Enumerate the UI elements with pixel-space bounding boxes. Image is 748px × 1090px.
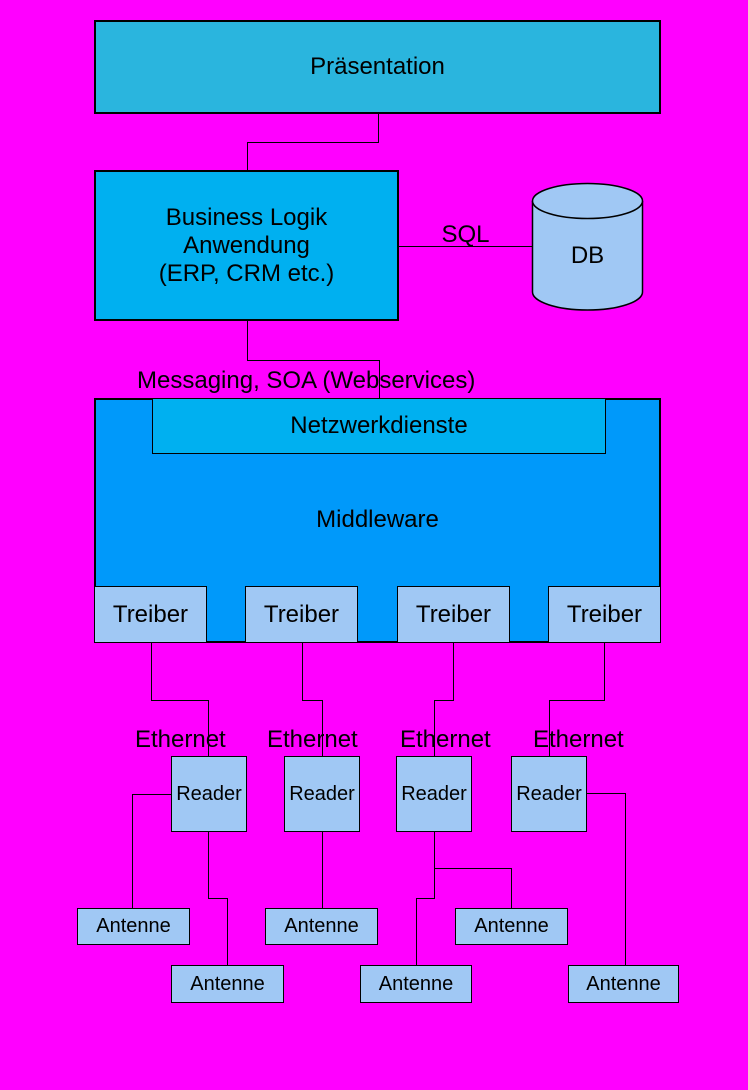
reader-box-1: Reader bbox=[171, 756, 247, 832]
connector-line bbox=[416, 898, 417, 965]
connector-line bbox=[587, 793, 626, 794]
reader-label: Reader bbox=[516, 782, 582, 805]
connector-line bbox=[132, 794, 133, 908]
antenne-label: Antenne bbox=[190, 972, 265, 995]
antenne-box-5: Antenne bbox=[455, 908, 568, 945]
middleware-label: Middleware bbox=[316, 506, 439, 533]
praesentation-label: Präsentation bbox=[310, 53, 445, 80]
praesentation-box: Präsentation bbox=[94, 20, 661, 114]
messaging-soa-label: Messaging, SOA (Webservices) bbox=[137, 367, 476, 394]
business-logic-label-line1: Business Logik bbox=[165, 203, 328, 231]
connector-line bbox=[549, 700, 605, 701]
reader-label: Reader bbox=[176, 782, 242, 805]
db-cylinder-shape bbox=[531, 182, 644, 311]
connector-line bbox=[247, 142, 379, 143]
treiber-label: Treiber bbox=[415, 600, 492, 628]
netzwerkdienste-box: Netzwerkdienste bbox=[152, 398, 606, 454]
db-cylinder: DB bbox=[531, 182, 644, 312]
antenne-box-2: Antenne bbox=[171, 965, 284, 1003]
connector-line bbox=[378, 114, 379, 142]
reader-box-3: Reader bbox=[396, 756, 472, 832]
connector-line bbox=[322, 700, 323, 756]
antenne-label: Antenne bbox=[284, 915, 359, 937]
reader-box-4: Reader bbox=[511, 756, 587, 832]
antenne-label: Antenne bbox=[96, 915, 171, 937]
ethernet-label-2: Ethernet bbox=[267, 726, 358, 753]
ethernet-label-4: Ethernet bbox=[533, 726, 624, 753]
antenne-box-6: Antenne bbox=[568, 965, 679, 1003]
connector-line bbox=[302, 700, 323, 701]
antenne-box-1: Antenne bbox=[77, 908, 190, 945]
connector-line bbox=[434, 832, 435, 898]
connector-line bbox=[625, 793, 626, 965]
ethernet-label-1: Ethernet bbox=[135, 726, 226, 753]
connector-line bbox=[247, 321, 248, 360]
connector-line bbox=[151, 700, 209, 701]
connector-line bbox=[208, 700, 209, 756]
treiber-label: Treiber bbox=[112, 600, 189, 628]
connector-line bbox=[247, 360, 380, 361]
connector-line bbox=[132, 794, 171, 795]
connector-line bbox=[379, 360, 380, 398]
treiber-box-3: Treiber bbox=[397, 586, 510, 643]
connector-line bbox=[604, 643, 605, 700]
antenne-label: Antenne bbox=[474, 915, 549, 937]
ethernet-label-3: Ethernet bbox=[400, 726, 491, 753]
antenne-label: Antenne bbox=[378, 972, 454, 995]
connector-line bbox=[208, 898, 228, 899]
reader-label: Reader bbox=[289, 782, 355, 805]
business-logic-box: Business Logik Anwendung (ERP, CRM etc.) bbox=[94, 170, 399, 321]
sql-label: SQL bbox=[441, 221, 490, 248]
sql-connector-line bbox=[399, 246, 532, 247]
connector-line bbox=[208, 832, 209, 898]
reader-label: Reader bbox=[401, 782, 467, 805]
connector-line bbox=[549, 700, 550, 756]
connector-line bbox=[247, 142, 248, 170]
treiber-box-1: Treiber bbox=[94, 586, 207, 643]
antenne-box-4: Antenne bbox=[360, 965, 472, 1003]
reader-box-2: Reader bbox=[284, 756, 360, 832]
connector-line bbox=[416, 898, 435, 899]
antenne-box-3: Antenne bbox=[265, 908, 378, 945]
business-logic-label-line2: Anwendung bbox=[183, 231, 310, 259]
connector-line bbox=[511, 868, 512, 908]
connector-line bbox=[151, 643, 152, 700]
db-label: DB bbox=[570, 242, 605, 269]
connector-line bbox=[302, 643, 303, 700]
connector-line bbox=[227, 898, 228, 965]
connector-line bbox=[453, 643, 454, 700]
netzwerkdienste-label: Netzwerkdienste bbox=[290, 412, 468, 439]
treiber-box-4: Treiber bbox=[548, 586, 661, 643]
connector-line bbox=[434, 868, 512, 869]
business-logic-label-line3: (ERP, CRM etc.) bbox=[158, 259, 335, 287]
connector-line bbox=[322, 832, 323, 908]
treiber-label: Treiber bbox=[263, 600, 340, 628]
antenne-label: Antenne bbox=[586, 972, 661, 995]
treiber-label: Treiber bbox=[566, 600, 643, 628]
connector-line bbox=[434, 700, 454, 701]
connector-line bbox=[434, 700, 435, 756]
treiber-box-2: Treiber bbox=[245, 586, 358, 643]
